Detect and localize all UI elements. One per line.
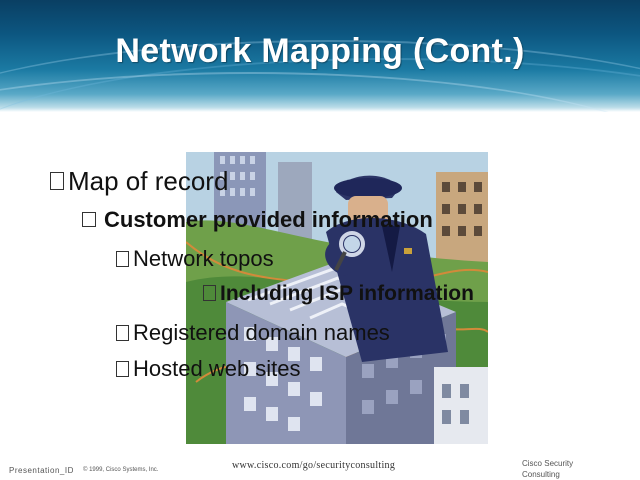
- header-light-streak: [0, 72, 640, 112]
- footer-url: www.cisco.com/go/securityconsulting: [232, 460, 396, 471]
- bullet-level3: Registered domain names: [116, 320, 390, 346]
- bullet-level3: Network topos: [116, 246, 274, 272]
- header-light-streak: [0, 58, 640, 112]
- security-guard-maze-city-illustration: [186, 152, 488, 444]
- hollow-square-bullet-icon: [116, 250, 129, 267]
- hollow-square-bullet-icon: [82, 212, 96, 228]
- bullet-level4: Including ISP information: [203, 282, 474, 306]
- copyright-notice: © 1999, Cisco Systems, Inc.: [83, 467, 159, 473]
- slide-footer: Presentation_ID © 1999, Cisco Systems, I…: [0, 452, 640, 480]
- slide-header-banner: Network Mapping (Cont.): [0, 0, 640, 112]
- header-light-streak: [0, 40, 640, 112]
- hollow-square-bullet-icon: [203, 284, 216, 301]
- bullet-level3: Hosted web sites: [116, 356, 301, 382]
- hollow-square-bullet-icon: [116, 324, 129, 341]
- bullet-text: Hosted web sites: [133, 356, 301, 381]
- bullet-text: Registered domain names: [133, 320, 390, 345]
- hollow-square-bullet-icon: [50, 172, 64, 191]
- brand-line2: Consulting: [522, 470, 560, 479]
- brand-line1: Cisco Security: [522, 459, 574, 468]
- bullet-text: Customer provided information: [104, 207, 433, 232]
- slide-title: Network Mapping (Cont.): [115, 32, 525, 70]
- bullet-text: Including ISP information: [220, 282, 474, 305]
- brand-label: Cisco Security Consulting: [522, 458, 592, 480]
- bullet-level1: Map of record: [50, 166, 228, 197]
- presentation-id: Presentation_ID: [9, 466, 74, 475]
- bullet-text: Network topos: [133, 246, 274, 271]
- bullet-level2: Customer provided information: [82, 207, 433, 233]
- bullet-text: Map of record: [68, 166, 229, 196]
- hollow-square-bullet-icon: [116, 360, 129, 377]
